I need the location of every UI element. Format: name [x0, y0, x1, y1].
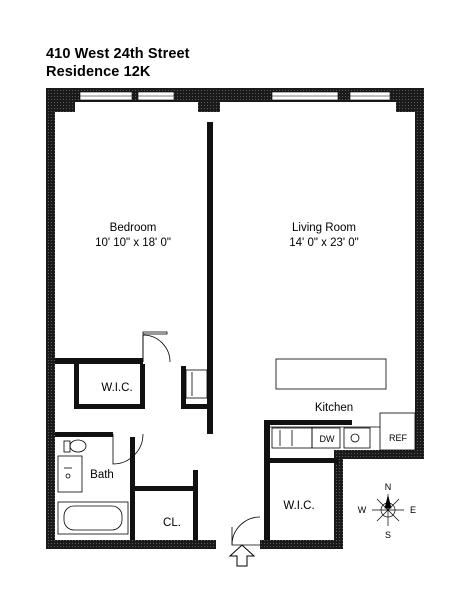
compass-e: E [410, 505, 416, 515]
kitchen-fixtures [270, 358, 416, 451]
compass-n: N [385, 482, 392, 492]
compass-icon [372, 494, 404, 526]
closet-label: CL. [163, 517, 181, 529]
doors [112, 331, 261, 546]
residence-title: Residence 12K [46, 64, 151, 80]
bedroom-dims: 10' 10" x 18' 0" [95, 237, 171, 249]
compass-w: W [358, 505, 367, 515]
interior-walls [55, 122, 352, 540]
address-title: 410 West 24th Street [46, 46, 190, 62]
bath-label: Bath [90, 469, 114, 481]
refrigerator-label: REF [389, 433, 408, 443]
compass-s: S [385, 530, 391, 540]
living-room-label: Living Room [292, 222, 356, 234]
bath-fixtures [57, 439, 129, 535]
living-room-dims: 14' 0" x 23' 0" [289, 237, 358, 249]
entry-arrow-icon [228, 544, 256, 567]
dishwasher-label: DW [320, 434, 335, 444]
kitchen-label: Kitchen [315, 402, 353, 414]
bedroom-label: Bedroom [110, 222, 157, 234]
wic-label-2: W.I.C. [283, 500, 314, 512]
windows [79, 91, 391, 101]
wic-label: W.I.C. [101, 382, 132, 394]
